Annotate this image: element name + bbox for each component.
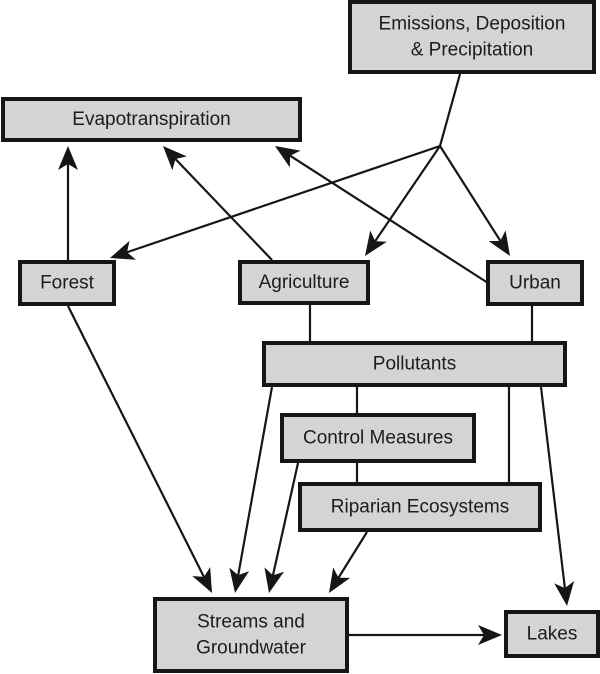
node-forest: Forest — [18, 260, 116, 306]
edge-pollutants-to-streams-groundwater — [229, 386, 274, 593]
edge-line — [439, 145, 504, 245]
edge-forest-to-streams-groundwater — [67, 305, 212, 593]
edge-emissions-to-urban — [439, 145, 510, 256]
node-box — [280, 413, 476, 463]
edge-forest-to-evapotranspiration — [58, 146, 78, 260]
node-agriculture: Agriculture — [238, 260, 370, 305]
edge-arrowhead-icon — [365, 230, 387, 256]
edge-arrowhead-icon — [58, 146, 78, 170]
edge-arrowhead-icon — [264, 567, 284, 593]
edge-arrowhead-icon — [329, 567, 351, 593]
edge-urban-to-evapotranspiration — [275, 146, 489, 284]
node-urban: Urban — [486, 260, 584, 306]
node-box — [486, 260, 584, 306]
edge-riparian-ecosystems-to-streams-groundwater — [329, 531, 368, 593]
edge-line — [171, 155, 273, 261]
node-lakes: Lakes — [504, 610, 600, 658]
node-label: Forest — [40, 273, 95, 294]
edge-line — [67, 305, 207, 581]
node-label: Evapotranspiration — [72, 109, 230, 130]
edge-line — [539, 386, 567, 593]
node-label: Riparian Ecosystems — [331, 497, 509, 518]
node-label: Control Measures — [303, 428, 453, 449]
edge-control-measures-to-streams-groundwater — [264, 462, 300, 593]
node-label: Groundwater — [196, 638, 307, 659]
node-box — [298, 482, 542, 532]
node-label: Streams and — [197, 612, 305, 633]
node-emissions: Emissions, Deposition & Precipitation — [348, 0, 596, 74]
node-label: Urban — [509, 273, 561, 294]
edge-streams-groundwater-to-lakes — [349, 625, 502, 645]
edge-arrowhead-icon — [229, 567, 250, 593]
edge-arrowhead-icon — [163, 146, 187, 171]
edge-arrowhead-icon — [275, 146, 301, 168]
node-pollutants: Pollutants — [262, 341, 567, 387]
node-riparian-ecosystems: Riparian Ecosystems — [298, 482, 542, 532]
node-box — [153, 597, 349, 673]
edge-pollutants-to-lakes — [539, 386, 575, 606]
edge-agriculture-to-evapotranspiration — [163, 146, 273, 261]
edge-line — [286, 152, 489, 284]
edge-arrowhead-icon — [554, 580, 575, 606]
node-box — [504, 610, 600, 658]
node-box — [238, 260, 370, 305]
node-label: Pollutants — [373, 354, 456, 375]
node-box — [262, 341, 567, 387]
edge-arrowhead-icon — [478, 625, 502, 645]
edge-line — [371, 145, 441, 246]
edge-line — [335, 531, 368, 582]
edge-arrowhead-icon — [488, 230, 510, 256]
node-box — [1, 97, 302, 142]
edge-arrowhead-icon — [192, 567, 212, 593]
node-label: Agriculture — [259, 272, 350, 293]
edge-emissions-to-agriculture — [365, 145, 441, 256]
node-control-measures: Control Measures — [280, 413, 476, 463]
node-label: Emissions, Deposition — [379, 14, 566, 35]
node-box — [18, 260, 116, 306]
edge-arrowhead-icon — [110, 240, 136, 260]
node-label: Lakes — [527, 624, 578, 645]
node-label: & Precipitation — [411, 40, 534, 61]
edges-layer — [58, 73, 575, 645]
edge-line — [270, 462, 300, 580]
node-box — [348, 0, 596, 74]
node-evapotranspiration: Evapotranspiration — [1, 97, 302, 142]
edge-line — [236, 386, 274, 580]
